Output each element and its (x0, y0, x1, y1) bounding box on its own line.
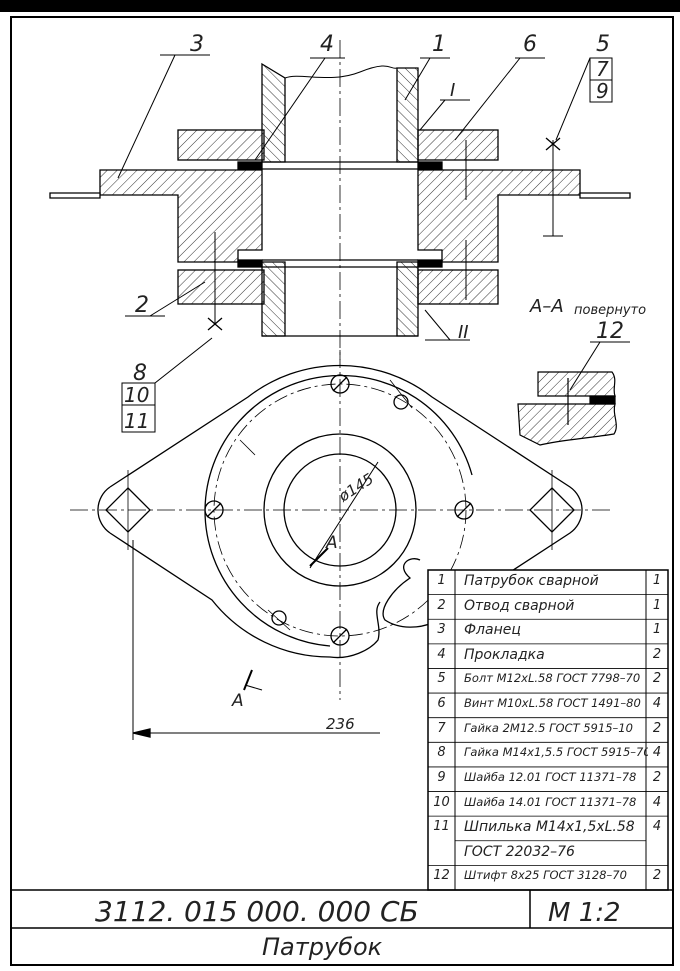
leader-lines (117, 54, 630, 433)
spec-row-pos: 1 (437, 573, 446, 588)
spec-row-qty: 4 (652, 745, 662, 761)
spec-row-name: Шпилька М14х1,5хL.58 (464, 819, 635, 836)
spec-row-qty: 1 (652, 622, 662, 638)
spec-row-qty: 2 (652, 868, 662, 884)
callout-labels: 3 4 1 6 5 7 9 2 8 10 11 12 I II A–A пове… (124, 32, 646, 733)
length-dimension: 236 (326, 715, 355, 733)
spec-row-pos: 12 (433, 868, 450, 884)
spec-row-pos: 5 (437, 671, 446, 687)
callout-7: 7 (596, 57, 609, 81)
spec-row-name: Шайба 12.01 ГОСТ 11371–78 (464, 769, 637, 784)
spec-row-pos: 11 (433, 819, 450, 835)
drawing-sheet-frame (10, 16, 674, 966)
section-mark-center: A (325, 533, 338, 553)
callout-10: 10 (124, 383, 149, 407)
spec-row-name: Винт М10хL.58 ГОСТ 1491–80 (464, 696, 641, 711)
section-note: повернуто (574, 303, 646, 318)
spec-row-name: Болт М12хL.58 ГОСТ 7798–70 (464, 671, 641, 686)
callout-6: 6 (523, 32, 537, 57)
callout-3: 3 (190, 32, 204, 57)
spec-row-name: Патрубок сварной (464, 573, 599, 589)
spec-row-pos: 10 (433, 794, 450, 810)
section-label: A–A (529, 296, 564, 317)
callout-12: 12 (596, 319, 624, 344)
callout-11: 11 (124, 409, 149, 433)
drawing-scale: М 1:2 (548, 898, 621, 928)
spec-row-name: ГОСТ 22032–76 (464, 843, 575, 860)
spec-row-qty: 1 (652, 597, 662, 613)
spec-row-pos: 7 (437, 720, 446, 736)
spec-row-name: Шайба 14.01 ГОСТ 11371–78 (464, 794, 637, 809)
callout-9: 9 (596, 79, 609, 103)
top-border-bar (0, 0, 680, 12)
drawing-designation: 3112. 015 000. 000 СБ (95, 895, 419, 928)
spec-row-name: Гайка М14х1,5.5 ГОСТ 5915–70 (464, 745, 648, 760)
section-mark-bottom: A (231, 691, 244, 711)
callout-1: 1 (432, 32, 446, 57)
spec-row-qty: 1 (652, 573, 662, 588)
weld-mark-upper: I (450, 80, 455, 101)
callout-2: 2 (135, 293, 149, 318)
spec-row-qty: 4 (652, 794, 662, 810)
spec-row-pos: 9 (437, 769, 446, 785)
spec-row-name: Штифт 8х25 ГОСТ 3128–70 (464, 868, 627, 883)
spec-row-qty: 4 (652, 819, 662, 835)
weld-mark-lower: II (458, 322, 469, 343)
spec-row-qty: 4 (652, 696, 662, 712)
callout-5: 5 (596, 32, 610, 57)
spec-row-qty: 2 (652, 720, 662, 736)
diameter-dimension: ø145 (335, 470, 377, 506)
plan-view (70, 350, 610, 740)
drawing-name: Патрубок (262, 933, 383, 961)
spec-row-qty: 2 (652, 671, 662, 687)
spec-row-name: Отвод сварной (464, 597, 575, 614)
spec-row-qty: 2 (652, 769, 662, 785)
spec-table-grid (427, 569, 669, 891)
spec-row-qty: 2 (652, 646, 662, 662)
spec-row-name: Гайка 2М12.5 ГОСТ 5915–10 (464, 720, 633, 735)
spec-row-pos: 6 (437, 696, 446, 712)
callout-4: 4 (320, 32, 334, 57)
spec-row-pos: 4 (437, 646, 446, 662)
spec-row-pos: 2 (437, 597, 446, 613)
spec-row-pos: 3 (437, 622, 446, 638)
section-a-a-detail (517, 371, 617, 446)
callout-8: 8 (133, 361, 147, 386)
spec-row-name: Фланец (464, 622, 521, 639)
section-view (49, 40, 631, 360)
spec-row-pos: 8 (437, 745, 446, 761)
spec-row-name: Прокладка (464, 646, 545, 663)
title-block (10, 889, 674, 929)
